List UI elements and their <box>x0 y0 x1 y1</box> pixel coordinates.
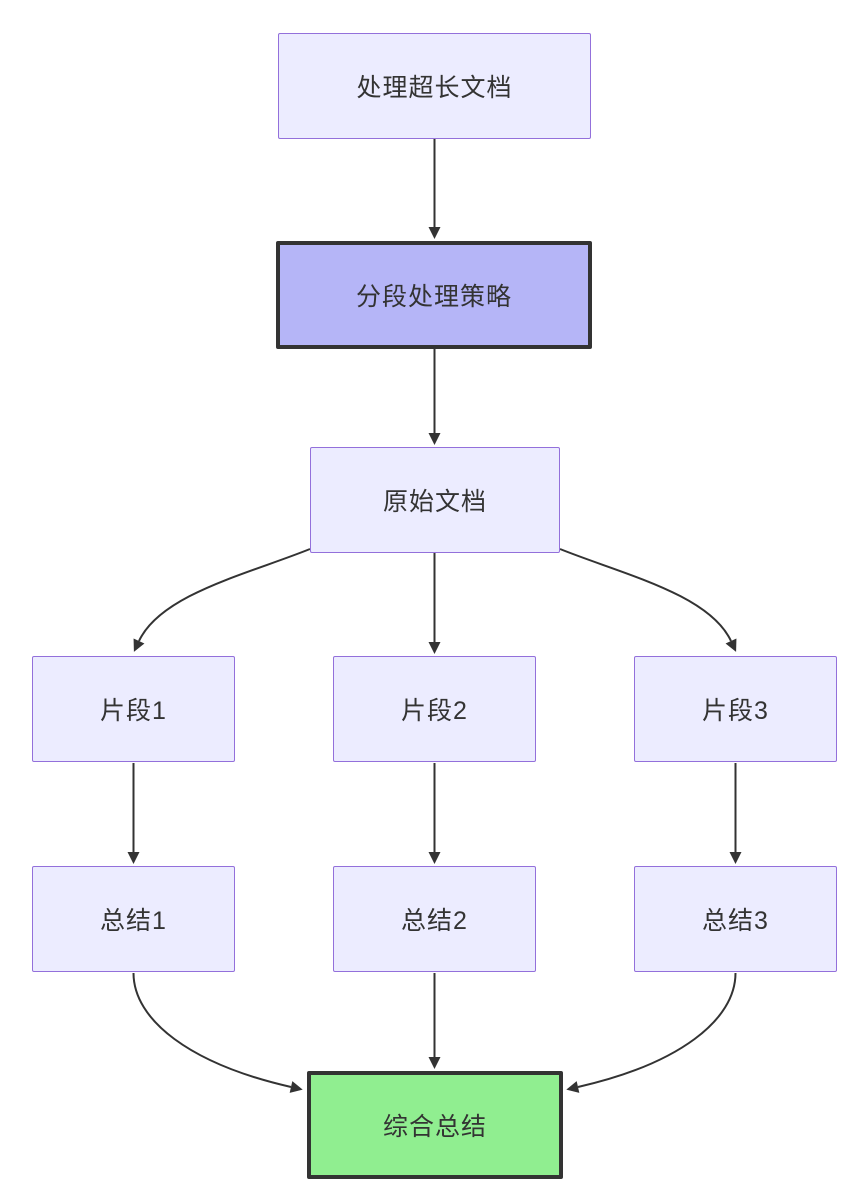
edge-original-to-segment-1 <box>133 548 311 652</box>
node-process-long-doc: 处理超长文档 <box>278 33 591 139</box>
node-label: 总结3 <box>702 907 769 935</box>
node-final-summary: 综合总结 <box>307 1071 563 1179</box>
node-label: 处理超长文档 <box>356 74 513 102</box>
node-label: 总结1 <box>100 907 167 935</box>
node-segment-3: 片段3 <box>634 656 837 762</box>
node-summary-3: 总结3 <box>634 866 837 972</box>
node-segmentation-strategy: 分段处理策略 <box>276 241 592 349</box>
node-segment-2: 片段2 <box>333 656 536 762</box>
node-label: 片段1 <box>100 697 167 725</box>
node-label: 片段3 <box>702 697 769 725</box>
node-label: 总结2 <box>401 907 468 935</box>
node-summary-1: 总结1 <box>32 866 235 972</box>
node-original-doc: 原始文档 <box>310 447 560 553</box>
edge-original-to-segment-3 <box>559 548 737 652</box>
edge-summary-3-to-final <box>566 972 737 1093</box>
node-summary-2: 总结2 <box>333 866 536 972</box>
node-label: 综合总结 <box>382 1113 487 1141</box>
edge-summary-1-to-final <box>132 972 303 1093</box>
node-label: 原始文档 <box>382 488 487 516</box>
node-label: 分段处理策略 <box>355 283 512 311</box>
node-segment-1: 片段1 <box>32 656 235 762</box>
node-label: 片段2 <box>401 697 468 725</box>
